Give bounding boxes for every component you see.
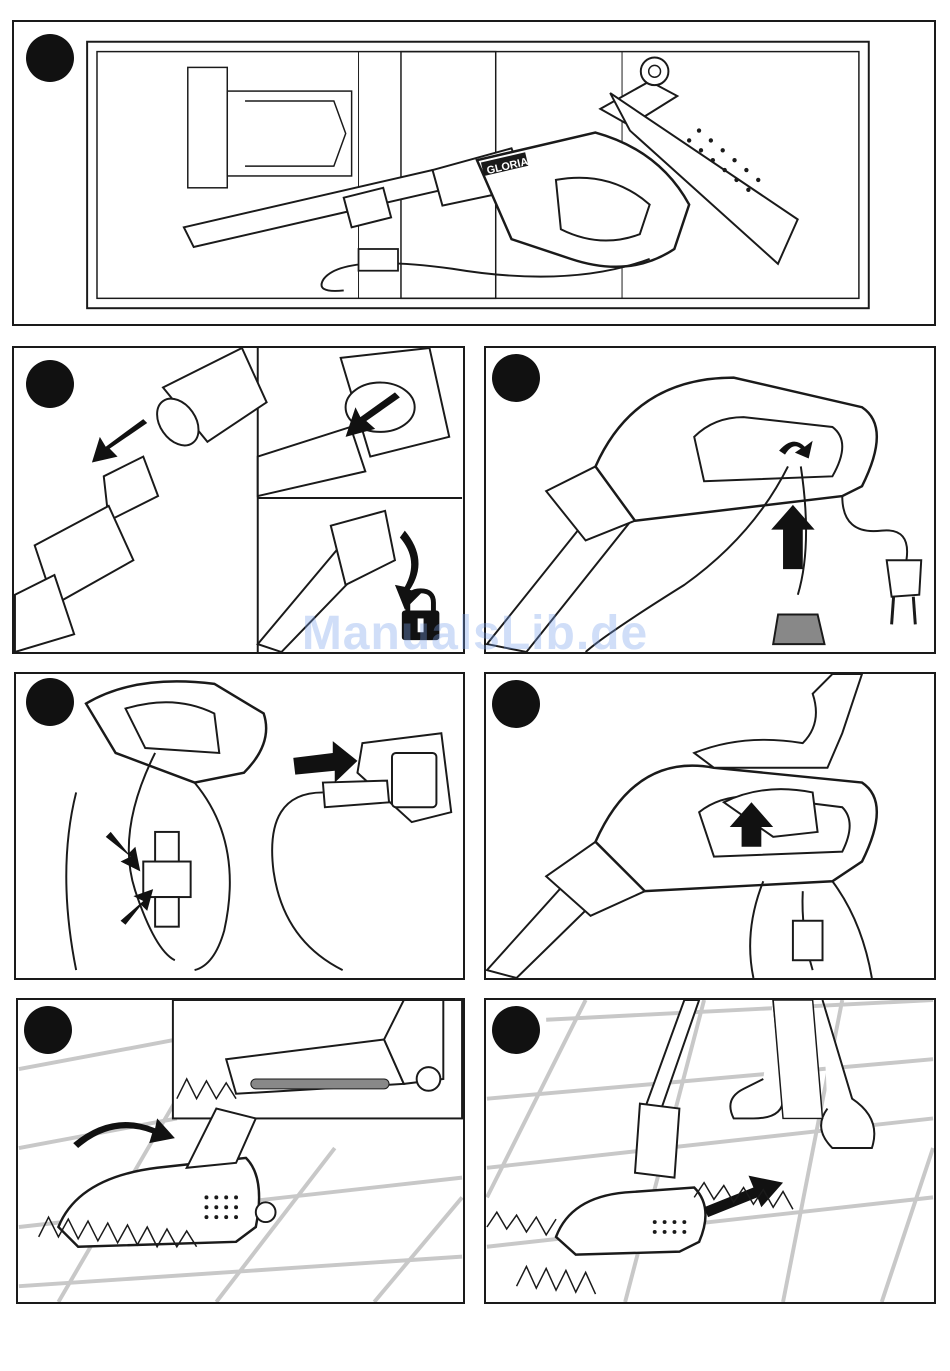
step-marker (492, 354, 540, 402)
arrow-icon (771, 505, 814, 569)
step-marker (24, 1006, 72, 1054)
panel-cable-hook (484, 346, 936, 654)
panel-box-contents: GLORIA (12, 20, 936, 326)
switch-on-illustration (486, 674, 934, 978)
step-marker (492, 680, 540, 728)
panel-switch-on (484, 672, 936, 980)
arrow-icon (293, 741, 357, 782)
step-marker (26, 678, 74, 726)
box-contents-illustration: GLORIA (14, 22, 934, 324)
step-marker (26, 360, 74, 408)
lock-icon (402, 591, 440, 640)
step-marker (26, 34, 74, 82)
panel-operation (484, 998, 936, 1304)
plug-in-illustration (16, 674, 463, 978)
panel-brush-adjust (16, 998, 465, 1304)
operation-illustration (486, 1000, 934, 1302)
arrow-icon (106, 832, 141, 871)
panel-plug-in (14, 672, 465, 980)
brush-adjust-illustration (18, 1000, 463, 1302)
floor-tiles (487, 1000, 933, 1302)
arrow-icon (92, 419, 147, 462)
rotate-arrow-icon (73, 1118, 175, 1148)
cable-strain-relief-illustration (486, 348, 934, 652)
step-marker (492, 1006, 540, 1054)
connect-shaft-illustration (14, 348, 463, 652)
panel-connect-shaft (12, 346, 465, 654)
